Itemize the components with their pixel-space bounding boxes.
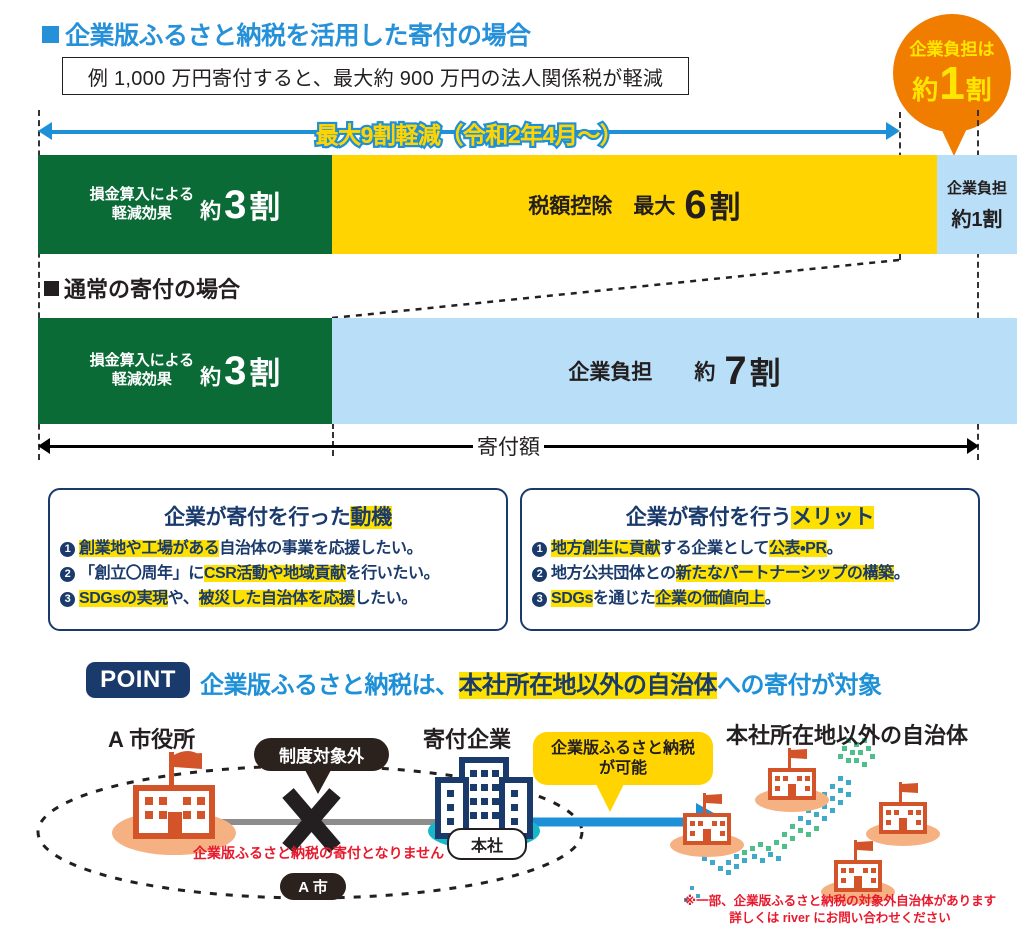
merit-box-title: 企業が寄付を行うメリット [625,506,875,529]
example-note-text: 例 1,000 万円寄付すると、最大約 900 万円の法人関係税が軽減 [87,67,664,90]
list-number-icon: 3 [60,591,75,607]
bubble-tail-icon [596,784,624,812]
badge-unit: 割 [965,74,992,105]
bar1-seg1-value: 約 3 割 [200,182,281,227]
label-city-hall: A 市役所 [108,727,196,752]
badge-pointer-icon [938,122,970,156]
bar1-segment-loss-inclusion: 損金算入による 軽減効果 約 3 割 [38,155,332,254]
dimension-label-wrap: 寄付額 [38,431,979,461]
footnote-line-2: 詳しくは river にお問い合わせください [729,910,951,925]
bar1-segment-tax-credit: 税額控除 最大 6 割 [332,155,937,254]
corporate-burden-badge: 企業負担は 約 1 割 [893,14,1011,132]
example-note-box: 例 1,000 万円寄付すると、最大約 900 万円の法人関係税が軽減 [62,57,689,95]
badge-main-value: 約 1 割 [912,60,992,106]
municipality-icon [821,840,895,904]
bar2-segment-corporate-burden: 企業負担 約 7 割 [332,318,1017,424]
arrow-left-icon [38,122,52,140]
bar1-segment-corporate-burden: 企業負担 約1割 [937,155,1017,254]
badge-number: 1 [939,56,965,109]
section1-heading-text: 企業版ふるさと納税を活用した寄付の場合 [65,22,531,50]
bubble-out-of-scope: 制度対象外 [254,738,389,771]
bar2-seg2-value: 7 割 [724,349,781,393]
dimension-label: 寄付額 [473,436,544,459]
donation-amount-dimension: 寄付額 [38,436,979,459]
company-building-icon [428,757,540,850]
badge-top-label: 企業負担は [909,39,995,59]
list-number-icon: 1 [532,542,547,557]
bar2-seg1-value: 約 3 割 [200,349,281,393]
dimension-line [48,130,890,134]
guide-right [977,110,979,460]
headquarters-pill: 本社 [447,828,527,860]
list-number-icon: 3 [532,591,547,607]
bar1-seg3-value: 約1割 [951,209,1003,231]
no-donation-warning: 企業版ふるさと納税の寄付となりません [193,845,445,861]
point-badge: POINT [86,662,190,698]
section1-heading: 企業版ふるさと納税を活用した寄付の場合 [42,16,531,52]
dimension-label-stroke: 最大9割軽減（令和2年4月～） [313,120,625,151]
list-number-icon: 2 [532,566,547,582]
bar2-seg1-label: 損金算入による 軽減効果 [89,352,195,388]
arrow-left-icon [38,438,50,454]
city-hall-icon [112,751,236,855]
bar1-seg3-label: 企業負担 [946,180,1007,197]
bar1-seg2-value: 6 割 [684,182,741,227]
bar1-seg2-label: 税額控除 最大 [528,194,676,218]
arrow-right-icon [967,438,979,454]
section2-heading-text: 通常の寄付の場合 [64,277,241,302]
bar-chart-normal-donation: 損金算入による 軽減効果 約 3 割 企業負担 約 7 割 [38,318,1017,424]
bubble-tail-icon [305,770,331,794]
bullet-square-icon [42,25,59,43]
bar-chart-with-corporate-tax: 損金算入による 軽減効果 約 3 割 税額控除 最大 6 割 企業負担 約1割 [38,155,1017,254]
municipality-icon [755,748,829,812]
badge-prefix: 約 [912,74,939,105]
bullet-square-icon [44,280,59,296]
label-other-municipalities: 本社所在地以外の自治体 [726,723,969,748]
bubble-city-a: A 市 [280,873,346,900]
dimension-label: 最大9割軽減（令和2年4月～） [315,122,623,148]
arrow-right-icon [886,122,900,140]
point-badge-label: POINT [100,666,176,693]
municipality-icon [866,782,940,846]
point-statement: 企業版ふるさと納税は、本社所在地以外の自治体への寄付が対象 [200,672,882,699]
list-item: 2「創立〇周年」にCSR活動や地域貢献を行いたい。 [50,562,506,587]
list-number-icon: 2 [60,566,75,582]
footnote: ※一部、企業版ふるさと納税の対象外自治体があります 詳しくは river にお問… [666,893,1014,927]
section2-heading: 通常の寄付の場合 [44,272,240,304]
label-donor-company: 寄付企業 [423,727,512,752]
motivation-box-title: 企業が寄付を行った動機 [164,506,392,529]
bar2-seg2-label: 企業負担 約 [568,361,716,384]
bar1-seg1-label: 損金算入による 軽減効果 [89,185,195,222]
list-number-icon: 1 [60,542,75,557]
footnote-line-1: ※一部、企業版ふるさと納税の対象外自治体があります [683,894,997,908]
municipality-icon [670,793,744,857]
max90-reduction-dimension: 最大9割軽減（令和2年4月～） 最大9割軽減（令和2年4月～） [38,120,900,150]
bubble-donation-possible: 企業版ふるさと納税が可能 [533,732,713,785]
guide-left [38,110,40,460]
bar2-segment-loss-inclusion: 損金算入による 軽減効果 約 3 割 [38,318,332,424]
guide-bar2-green-split [332,414,334,456]
